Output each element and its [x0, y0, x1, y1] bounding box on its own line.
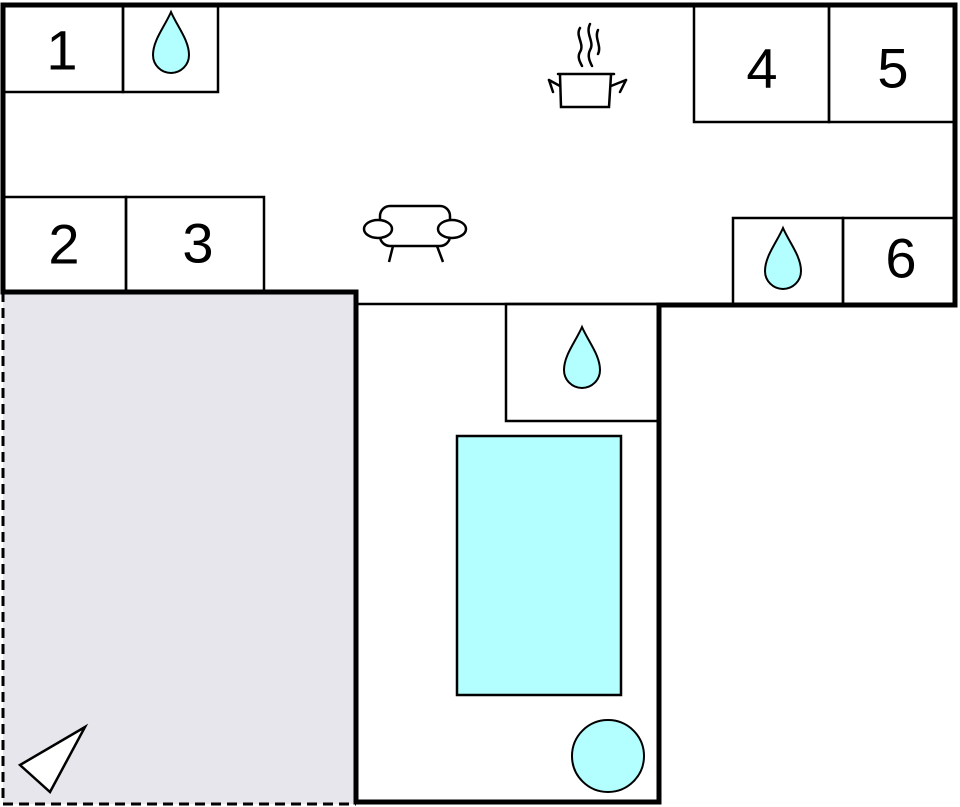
room-6-box [841, 216, 957, 307]
room-4-label: 4 [746, 37, 777, 100]
cooking-pot-icon [547, 22, 628, 109]
room-3-box [124, 195, 266, 294]
room-6-label: 6 [885, 227, 916, 290]
bath-cell-1 [121, 3, 220, 94]
water-drop-icon [151, 9, 191, 74]
pool [455, 434, 623, 697]
water-drop-icon [562, 324, 602, 389]
terrace-dashed-border [1, 292, 356, 806]
water-drop-icon [763, 225, 803, 290]
room-5-label: 5 [877, 37, 908, 100]
terrace-area [3, 292, 356, 804]
room-1-label: 1 [46, 19, 77, 82]
round-pool [571, 719, 645, 793]
room-3-label: 3 [182, 212, 213, 275]
sofa-icon [362, 204, 468, 263]
north-arrow-icon [17, 723, 89, 794]
room-2-label: 2 [48, 213, 79, 276]
bath-cell-3 [504, 302, 661, 423]
room-5-box [827, 3, 957, 124]
